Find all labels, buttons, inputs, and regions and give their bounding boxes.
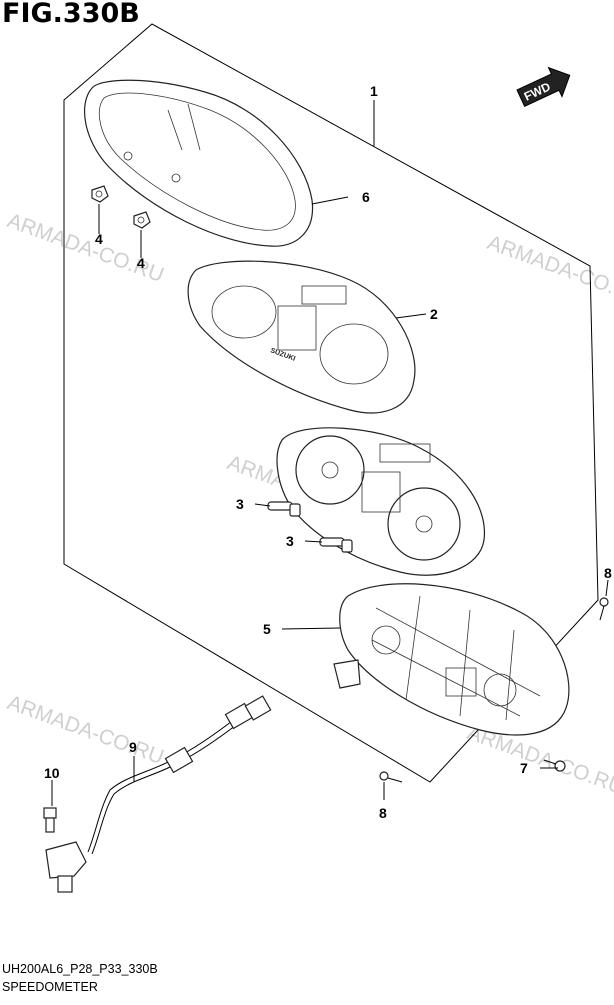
callout-6: 6 xyxy=(362,189,370,205)
figure-name: SPEEDOMETER xyxy=(2,980,98,994)
figure-title: FIG.330B xyxy=(2,0,140,29)
bulb-part-3b xyxy=(319,537,353,553)
nut-part-4b xyxy=(133,211,151,229)
sensor-cable-part-9 xyxy=(87,695,272,855)
callout-2: 2 xyxy=(430,306,438,322)
callout-8a: 8 xyxy=(604,565,612,581)
callout-8b: 8 xyxy=(379,805,387,821)
callout-3b: 3 xyxy=(286,533,294,549)
leader-lines xyxy=(51,100,609,806)
callout-7: 7 xyxy=(520,760,528,776)
bezel-part-2: SUZUKI xyxy=(187,260,416,414)
fwd-arrow-icon: FWD xyxy=(516,66,571,107)
nut-part-4a xyxy=(91,185,109,203)
callout-3a: 3 xyxy=(236,496,244,512)
callout-10: 10 xyxy=(44,765,60,781)
callouts: 1 6 4 4 2 3 3 5 8 7 8 9 10 xyxy=(44,83,612,821)
callout-5: 5 xyxy=(263,621,271,637)
case-part-5 xyxy=(333,583,570,736)
watermark-4: ARMADA-CO.RU xyxy=(4,691,166,769)
callout-4b: 4 xyxy=(137,255,145,271)
callout-1: 1 xyxy=(370,83,378,99)
speed-sensor xyxy=(45,841,87,893)
watermark-5: ARMADA-CO.RU xyxy=(464,721,614,799)
screw-part-8a xyxy=(599,597,609,621)
assembly-outline xyxy=(63,23,599,783)
callout-9: 9 xyxy=(129,739,137,755)
figure-code: UH200AL6_P28_P33_330B xyxy=(2,962,158,976)
speedometer-face xyxy=(276,427,486,576)
bulb-part-3a xyxy=(267,501,301,517)
bolt-part-10 xyxy=(43,807,57,833)
watermark-2: ARMADA-CO.RU xyxy=(484,231,614,309)
screw-part-8b xyxy=(379,771,403,783)
outer-cover-part-6 xyxy=(84,79,314,247)
callout-4a: 4 xyxy=(95,231,103,247)
